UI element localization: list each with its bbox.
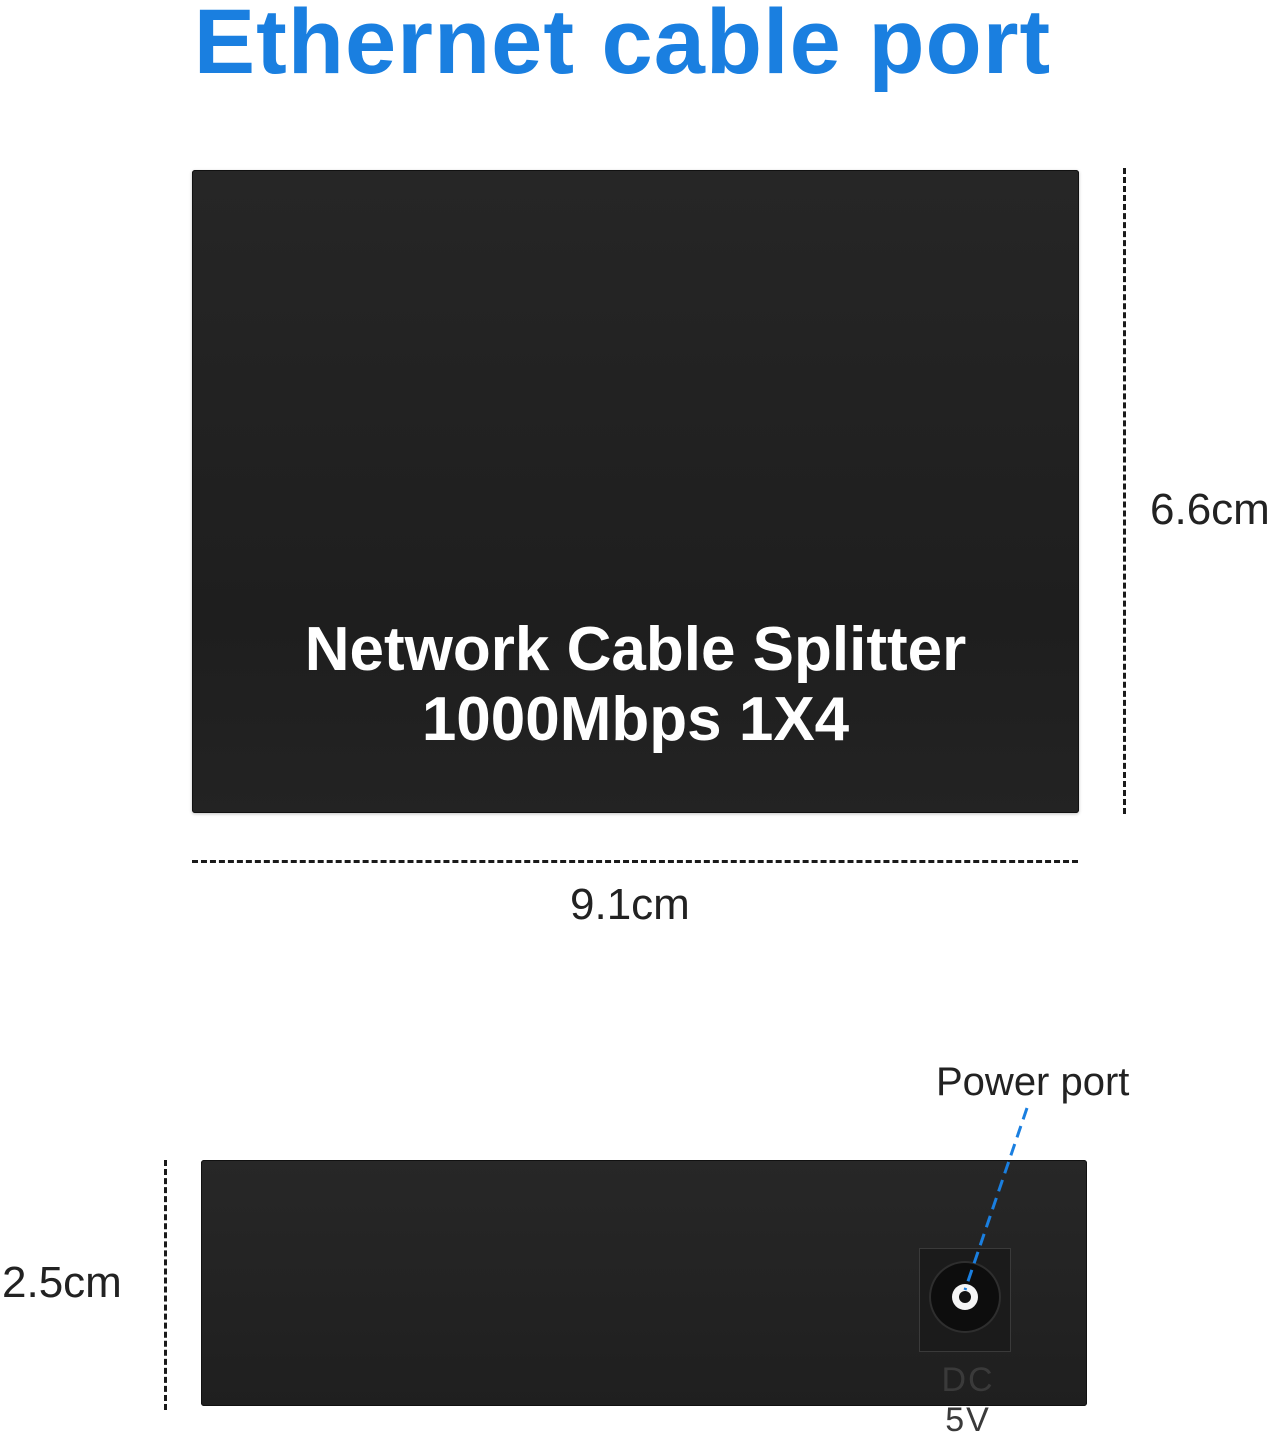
depth-dimension-line bbox=[164, 1160, 167, 1410]
power-port-callout: Power port bbox=[936, 1060, 1130, 1104]
device-top-view: Network Cable Splitter 1000Mbps 1X4 bbox=[192, 170, 1079, 813]
dc-voltage-label: DC 5V bbox=[941, 1361, 995, 1439]
jack-ring bbox=[952, 1284, 978, 1310]
width-dimension-line bbox=[192, 860, 1078, 863]
device-side-view: DC 5V bbox=[201, 1160, 1087, 1439]
depth-dimension-label: 2.5cm bbox=[2, 1258, 122, 1307]
device-label: Network Cable Splitter 1000Mbps 1X4 bbox=[192, 615, 1079, 755]
jack-pin bbox=[959, 1291, 971, 1303]
height-dimension-line bbox=[1123, 168, 1126, 814]
page-title: Ethernet cable port bbox=[193, 0, 1052, 93]
dc-power-jack-icon bbox=[919, 1248, 1011, 1352]
width-dimension-label: 9.1cm bbox=[570, 880, 690, 929]
height-dimension-label: 6.6cm bbox=[1150, 485, 1270, 534]
device-label-line1: Network Cable Splitter bbox=[304, 615, 967, 684]
jack-socket bbox=[931, 1263, 999, 1331]
device-label-line2: 1000Mbps 1X4 bbox=[421, 685, 850, 754]
